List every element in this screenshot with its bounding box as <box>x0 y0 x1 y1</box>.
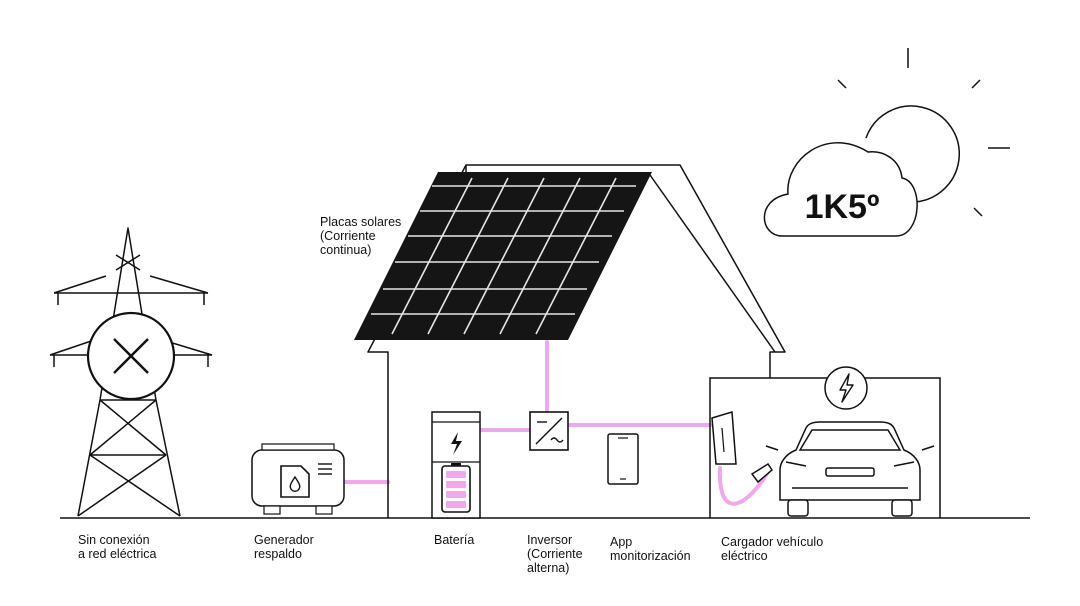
energy-flow-lines <box>343 340 770 506</box>
sun-icon <box>837 48 1010 217</box>
label-line: alterna) <box>527 561 570 575</box>
label-line: Inversor <box>527 533 573 547</box>
battery-cabinet <box>431 411 481 519</box>
label-line: Cargador vehículo <box>721 535 824 549</box>
battery-icon <box>441 463 471 513</box>
label-line: continua) <box>320 243 372 257</box>
lightning-bolt-icon <box>451 432 462 455</box>
cloud-icon: 1K5º <box>763 142 918 237</box>
label-line: Generador <box>254 533 314 547</box>
smartphone-icon <box>607 433 639 485</box>
label-line: Sin conexión <box>78 533 150 547</box>
label-line: monitorización <box>610 549 691 563</box>
ev-charger <box>711 411 773 484</box>
lightning-bolt-icon <box>824 366 868 410</box>
label-line: Batería <box>434 533 475 547</box>
electric-car <box>765 421 935 517</box>
close-icon <box>86 311 176 401</box>
label-line: App <box>610 535 633 549</box>
label-battery: Batería <box>434 533 474 547</box>
dc-ac-icon <box>529 411 569 451</box>
fuel-canister-icon <box>280 465 310 498</box>
label-line: a red eléctrica <box>78 547 157 561</box>
label-line: (Corriente <box>527 547 583 561</box>
generator <box>251 443 345 515</box>
label-line: Placas solares <box>320 215 402 229</box>
garage <box>709 377 941 518</box>
label-line: eléctrico <box>721 549 768 563</box>
temperature-readout: 1K5º <box>805 188 880 226</box>
label-line: (Corriente <box>320 229 376 243</box>
label-line: respaldo <box>254 547 302 561</box>
solar-panel <box>354 172 652 340</box>
